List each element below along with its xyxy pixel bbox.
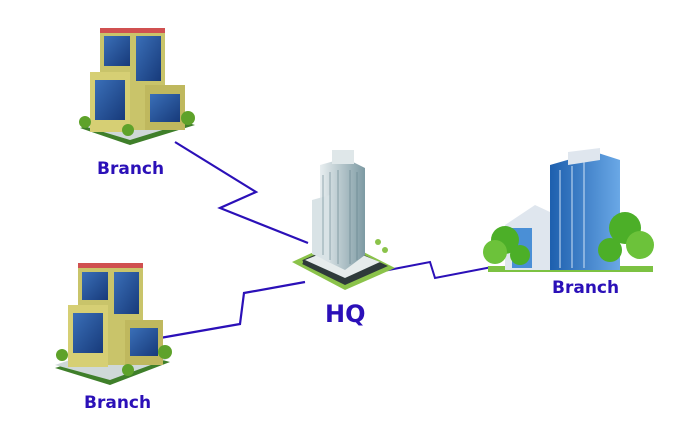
branch-label: Branch: [97, 159, 165, 179]
branch-building-icon: [79, 28, 195, 145]
branch-label: Branch: [84, 393, 152, 413]
hq-building-icon: [292, 150, 395, 290]
link-hq-branch-top-left: [174, 141, 309, 245]
hq-label: HQ: [325, 300, 366, 328]
branch-label: Branch: [552, 278, 620, 298]
branch-building-icon: [483, 148, 654, 272]
link-hq-branch-right: [377, 260, 493, 280]
link-hq-branch-bottom-left: [159, 280, 306, 340]
branch-building-icon: [55, 263, 172, 385]
